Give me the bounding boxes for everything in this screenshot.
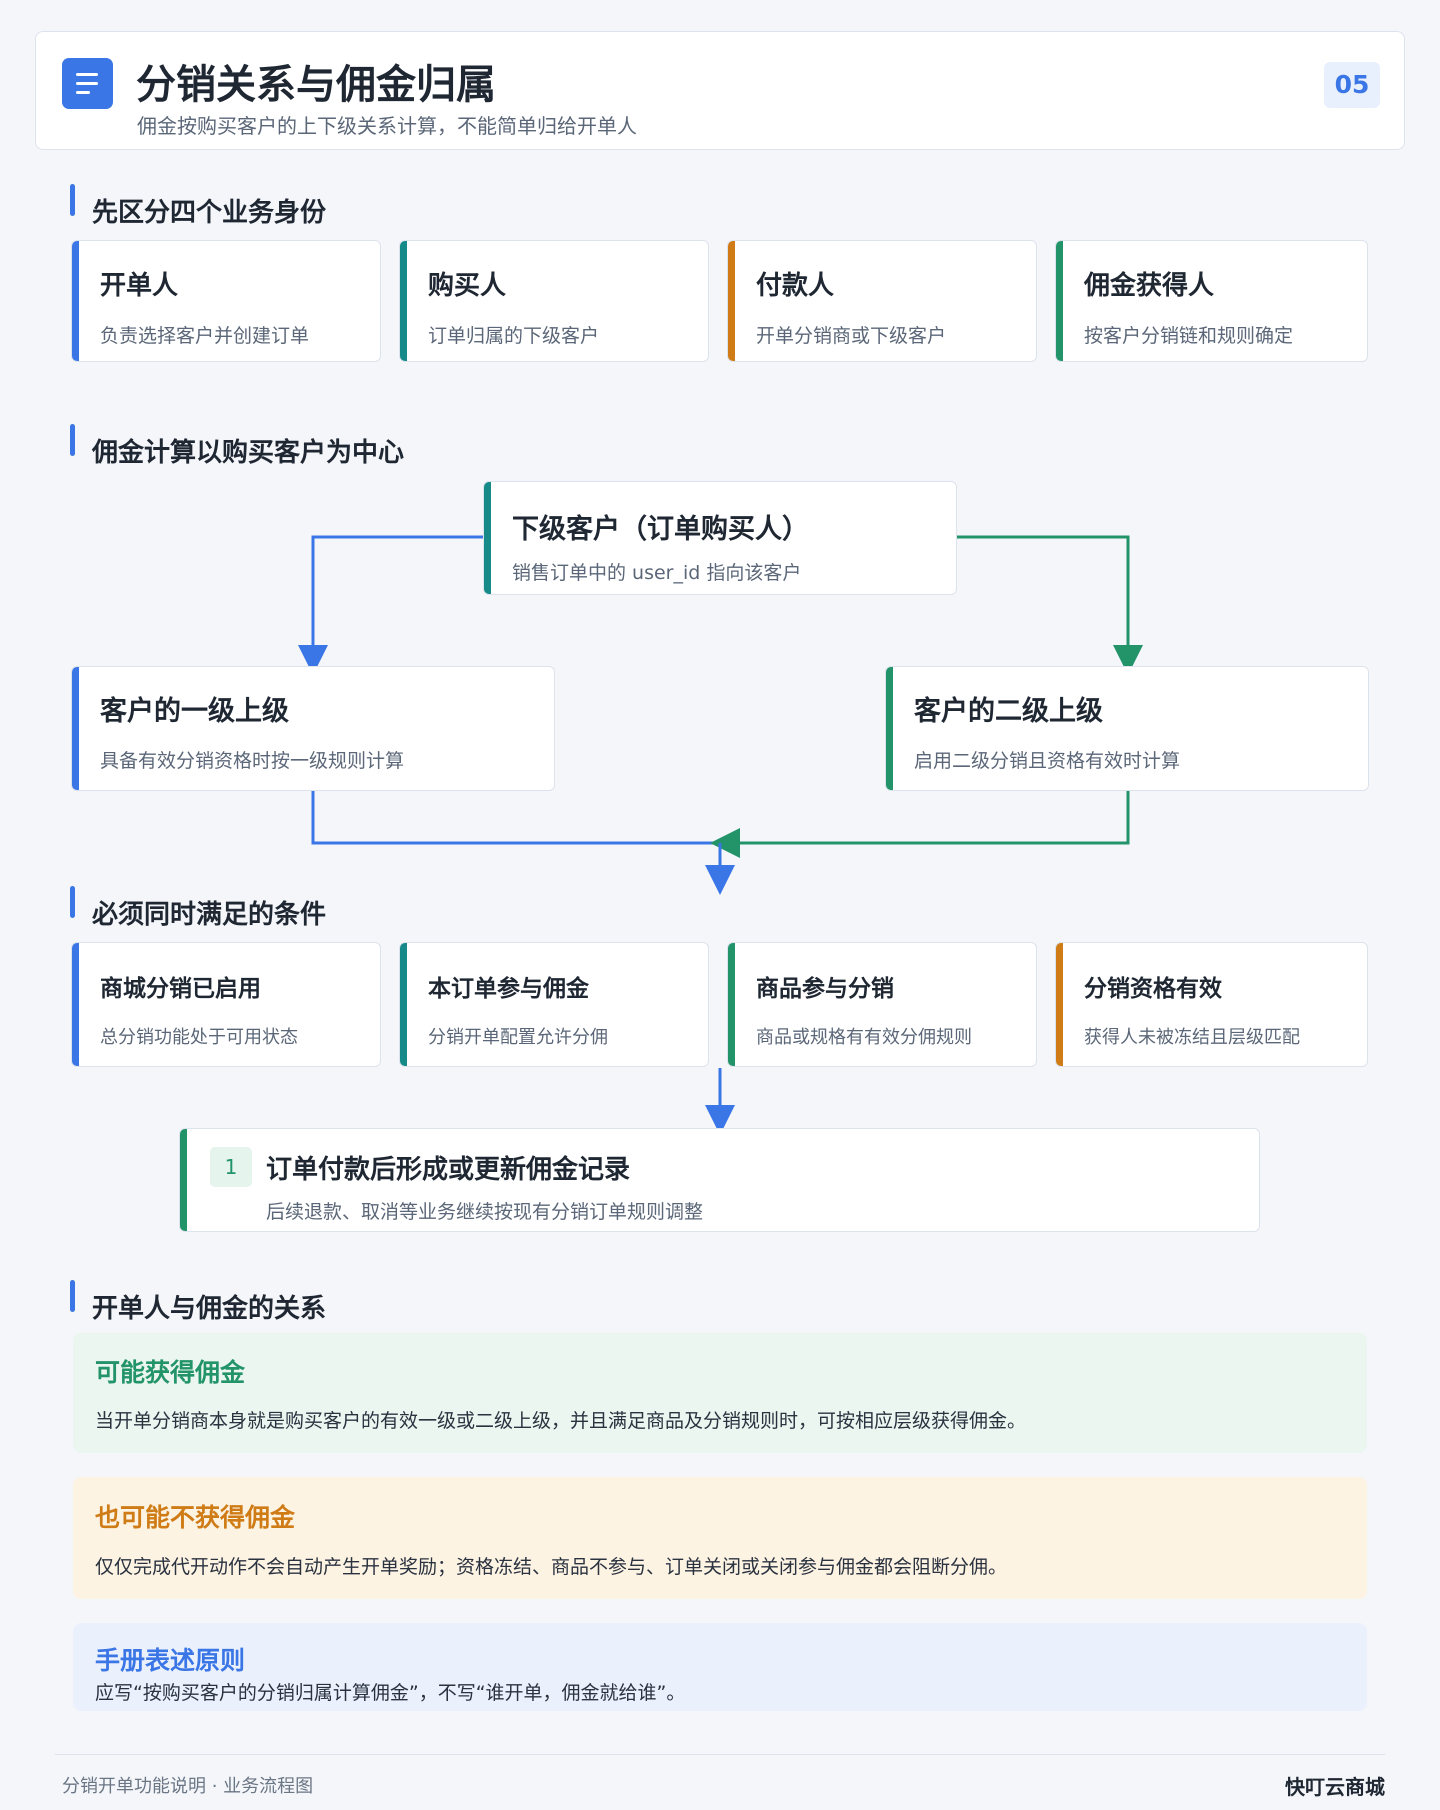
condition-title: 商城分销已启用 — [100, 976, 261, 1002]
card-accent — [886, 667, 893, 790]
flow-node-desc: 具备有效分销资格时按一级规则计算 — [100, 750, 405, 772]
card-accent — [728, 241, 735, 361]
condition-desc: 获得人未被冻结且层级匹配 — [1084, 1027, 1300, 1048]
card-accent — [72, 943, 79, 1066]
document-list-icon — [62, 58, 113, 109]
condition-card-order-commission: 本订单参与佣金 分销开单配置允许分佣 — [399, 942, 709, 1067]
role-card-payer: 付款人 开单分销商或下级客户 — [727, 240, 1037, 362]
role-title: 购买人 — [428, 271, 507, 301]
flow-node-title: 下级客户（订单购买人） — [512, 514, 809, 545]
condition-card-qualification: 分销资格有效 获得人未被冻结且层级匹配 — [1055, 942, 1368, 1067]
flow-node-buyer: 下级客户（订单购买人） 销售订单中的 user_id 指向该客户 — [483, 481, 957, 595]
condition-desc: 商品或规格有有效分佣规则 — [756, 1027, 972, 1048]
role-desc: 开单分销商或下级客户 — [756, 325, 947, 347]
callout-body: 仅仅完成代开动作不会自动产生开单奖励；资格冻结、商品不参与、订单关闭或关闭参与佣… — [95, 1556, 1008, 1578]
role-card-buyer: 购买人 订单归属的下级客户 — [399, 240, 709, 362]
card-accent — [400, 241, 407, 361]
role-desc: 订单归属的下级客户 — [428, 325, 600, 347]
card-accent — [728, 943, 735, 1066]
page-subtitle: 佣金按购买客户的上下级关系计算，不能简单归给开单人 — [137, 114, 637, 138]
result-desc: 后续退款、取消等业务继续按现有分销订单规则调整 — [266, 1201, 704, 1223]
condition-desc: 分销开单配置允许分佣 — [428, 1027, 608, 1048]
section-marker — [70, 424, 75, 456]
role-card-creator: 开单人 负责选择客户并创建订单 — [71, 240, 381, 362]
section-marker — [70, 886, 75, 918]
condition-title: 本订单参与佣金 — [428, 976, 589, 1002]
role-title: 佣金获得人 — [1084, 271, 1215, 301]
flow-node-desc: 销售订单中的 user_id 指向该客户 — [512, 562, 802, 584]
level2-to-conditions-arrow — [710, 791, 1130, 858]
condition-card-product-distribution: 商品参与分销 商品或规格有有效分佣规则 — [727, 942, 1037, 1067]
result-title: 订单付款后形成或更新佣金记录 — [266, 1155, 631, 1185]
buyer-to-level2-arrow — [957, 535, 1143, 675]
flow-node-level1: 客户的一级上级 具备有效分销资格时按一级规则计算 — [71, 666, 555, 791]
section-title-conditions: 必须同时满足的条件 — [92, 900, 327, 930]
role-title: 开单人 — [100, 271, 179, 301]
footer-brand: 快叮云商城 — [1285, 1775, 1385, 1799]
card-accent — [1056, 241, 1063, 361]
flow-node-title: 客户的一级上级 — [100, 696, 289, 727]
card-accent — [72, 667, 79, 790]
role-desc: 按客户分销链和规则确定 — [1084, 325, 1294, 347]
page-number-badge: 05 — [1324, 62, 1380, 108]
callout-may-not-earn: 也可能不获得佣金 仅仅完成代开动作不会自动产生开单奖励；资格冻结、商品不参与、订… — [73, 1477, 1367, 1599]
section-title-roles: 先区分四个业务身份 — [92, 198, 327, 228]
condition-title: 分销资格有效 — [1084, 976, 1222, 1002]
flow-node-title: 客户的二级上级 — [914, 696, 1103, 727]
card-accent — [1056, 943, 1063, 1066]
step-number-badge: 1 — [210, 1147, 252, 1187]
callout-body: 应写“按购买客户的分销归属计算佣金”，不写“谁开单，佣金就给谁”。 — [95, 1682, 686, 1704]
section-marker — [70, 184, 75, 216]
condition-title: 商品参与分销 — [756, 976, 894, 1002]
section-title-calculation: 佣金计算以购买客户为中心 — [92, 438, 405, 468]
callout-title: 可能获得佣金 — [95, 1358, 246, 1387]
card-accent — [72, 241, 79, 361]
callout-title: 也可能不获得佣金 — [95, 1503, 296, 1532]
section-title-relation: 开单人与佣金的关系 — [92, 1294, 327, 1324]
role-desc: 负责选择客户并创建订单 — [100, 325, 310, 347]
page-title: 分销关系与佣金归属 — [136, 62, 496, 108]
role-title: 付款人 — [756, 271, 835, 301]
result-card: 1 订单付款后形成或更新佣金记录 后续退款、取消等业务继续按现有分销订单规则调整 — [179, 1128, 1260, 1232]
footer-doc-label: 分销开单功能说明 · 业务流程图 — [62, 1776, 314, 1797]
footer-divider — [55, 1754, 1385, 1755]
section-marker — [70, 1280, 75, 1312]
card-accent — [400, 943, 407, 1066]
buyer-to-level1-arrow — [298, 535, 484, 675]
callout-manual-principle: 手册表述原则 应写“按购买客户的分销归属计算佣金”，不写“谁开单，佣金就给谁”。 — [73, 1623, 1367, 1711]
card-accent — [484, 482, 491, 594]
condition-desc: 总分销功能处于可用状态 — [100, 1027, 298, 1048]
card-accent — [180, 1129, 187, 1231]
callout-may-earn: 可能获得佣金 当开单分销商本身就是购买客户的有效一级或二级上级，并且满足商品及分… — [73, 1333, 1367, 1453]
flow-node-level2: 客户的二级上级 启用二级分销且资格有效时计算 — [885, 666, 1369, 791]
header-card — [35, 31, 1405, 150]
flow-node-desc: 启用二级分销且资格有效时计算 — [914, 750, 1181, 772]
callout-title: 手册表述原则 — [95, 1646, 246, 1675]
role-card-commission-earner: 佣金获得人 按客户分销链和规则确定 — [1055, 240, 1368, 362]
level1-to-conditions-line — [311, 791, 720, 845]
callout-body: 当开单分销商本身就是购买客户的有效一级或二级上级，并且满足商品及分销规则时，可按… — [95, 1410, 1027, 1432]
condition-card-mall-enabled: 商城分销已启用 总分销功能处于可用状态 — [71, 942, 381, 1067]
